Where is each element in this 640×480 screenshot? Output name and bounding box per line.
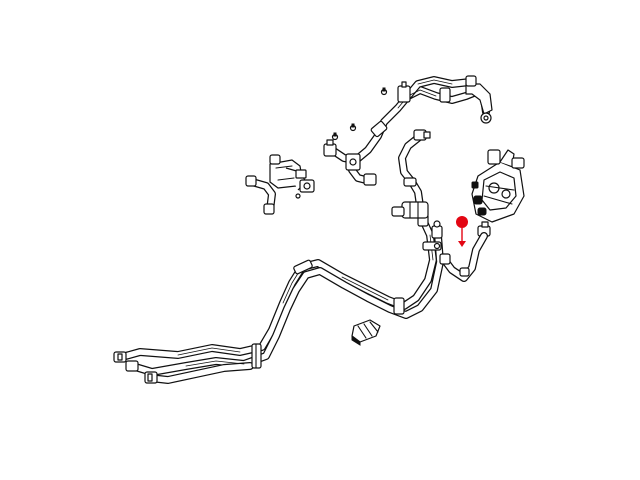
front-hose-lower-fitting: [363, 173, 377, 186]
hose-manifold: [245, 154, 315, 215]
rear-heater-hose-assembly: [113, 207, 444, 384]
callout-arrowhead: [458, 241, 466, 247]
bolt: [331, 132, 339, 141]
hose-clamp-1: [251, 343, 262, 369]
left-end-fitting-middle: [125, 360, 139, 372]
front-hose-right-elbow: [465, 83, 493, 124]
center-hose-clamp: [403, 177, 417, 187]
bolt: [349, 123, 357, 132]
upper-end-fitting-right: [431, 220, 443, 239]
retainer-clip: [351, 319, 381, 346]
callout-marker: [456, 216, 468, 247]
front-hose-clamp-3: [439, 87, 451, 103]
front-hose-clamp-2: [397, 81, 411, 103]
coolant-pump-assembly: [471, 149, 525, 237]
front-hose-tee: [345, 153, 361, 171]
highlighted-hose: [439, 232, 488, 282]
front-heater-hose-assembly: [323, 75, 493, 186]
left-end-fitting-upper: [113, 351, 127, 363]
front-hose-top-fitting: [465, 75, 477, 87]
pump-outlet-ports: [471, 181, 487, 216]
center-hose-upper-fitting: [413, 129, 431, 141]
front-hose-clamp-1: [370, 120, 388, 138]
front-hose-left-fitting: [323, 139, 337, 157]
bolt: [380, 87, 388, 96]
hose-clamp-2: [293, 259, 313, 275]
quick-connect-coupler: [391, 201, 429, 219]
left-end-fitting-lower: [144, 371, 158, 384]
center-hose-with-connector: [391, 129, 431, 219]
red-dot-icon: [456, 216, 468, 228]
hose-clamp-4: [422, 241, 442, 251]
hose-clamp-3: [393, 297, 405, 315]
